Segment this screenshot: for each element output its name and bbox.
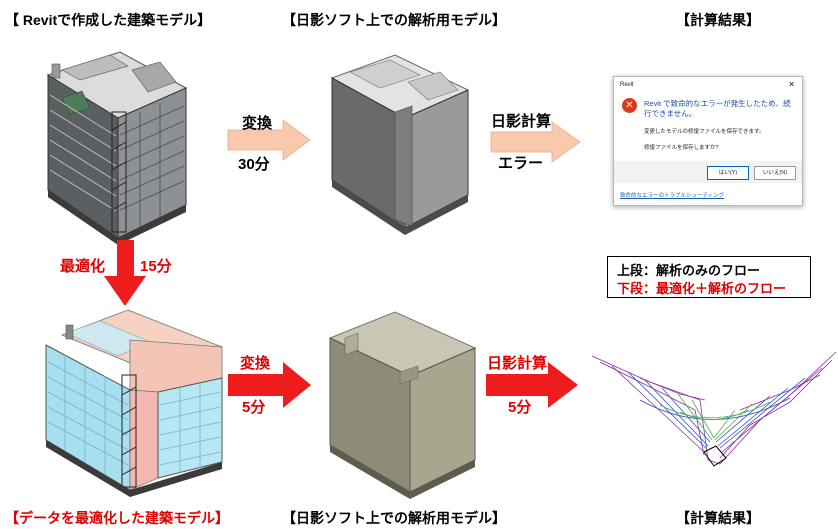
error-message: Revit で致命的なエラーが発生したため、続行できません。 xyxy=(644,99,791,118)
convert-label-bottom: 変換 xyxy=(240,355,271,372)
bottom-source-title: 【データを最適化した建築モデル】 xyxy=(5,510,229,526)
dialog-title: Revit xyxy=(620,82,634,88)
no-button[interactable]: いいえ(N) xyxy=(754,166,796,180)
optimize-label: 最適化 xyxy=(60,258,106,275)
legend-upper: 上段：解析のみのフロー xyxy=(617,263,761,278)
convert-label-top: 変換 xyxy=(242,115,273,132)
bottom-analysis-title: 【日影ソフト上での解析用モデル】 xyxy=(282,510,506,526)
flow-legend: 上段：解析のみのフロー 下段：最適化＋解析のフロー xyxy=(607,256,811,298)
legend-lower: 下段：最適化＋解析のフロー xyxy=(617,281,787,296)
error-icon: ✕ xyxy=(622,98,637,113)
convert-time-top: 30分 xyxy=(238,156,270,173)
revit-error-dialog: Revit ✕ ✕ Revit で致命的なエラーが発生したため、続行できません。… xyxy=(613,76,803,206)
calc-time-bottom: 5分 xyxy=(508,399,532,416)
error-detail-1: 変更したモデルの修復ファイルを保存できます。 xyxy=(644,129,765,135)
top-source-title: 【 Revitで作成した建築モデル】 xyxy=(5,12,212,28)
top-result-title: 【計算結果】 xyxy=(676,12,760,28)
close-icon[interactable]: ✕ xyxy=(788,80,795,89)
calc-label-bottom: 日影計算 xyxy=(487,355,548,372)
optimize-time: 15分 xyxy=(140,258,172,275)
help-link[interactable]: 致命的なエラーのトラブルシューティング xyxy=(620,193,725,199)
calc-label-top: 日影計算 xyxy=(491,113,552,130)
top-analysis-title: 【日影ソフト上での解析用モデル】 xyxy=(282,12,506,28)
yes-button[interactable]: はい(Y) xyxy=(707,166,749,180)
bottom-result-title: 【計算結果】 xyxy=(676,510,760,526)
convert-time-bottom: 5分 xyxy=(242,399,266,416)
error-detail-2: 修復ファイルを保存しますか? xyxy=(644,145,719,151)
calc-status-top: エラー xyxy=(498,155,544,172)
